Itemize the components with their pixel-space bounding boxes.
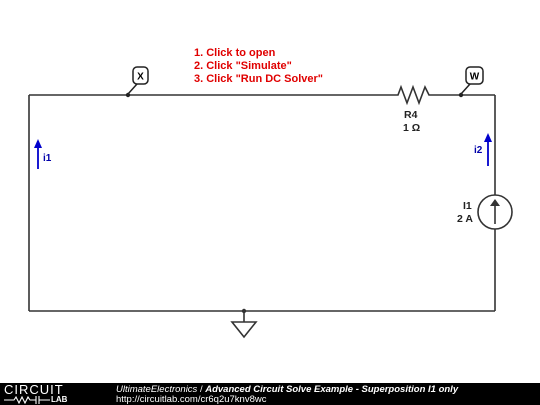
current-label-i1: i1 bbox=[43, 153, 52, 164]
current-source-name: I1 bbox=[463, 200, 472, 212]
logo-waveform-icon bbox=[4, 395, 50, 404]
instruction-step-1: 1. Click to open bbox=[194, 47, 276, 59]
logo-text-lab: LAB bbox=[51, 395, 68, 404]
current-source-i1[interactable] bbox=[477, 194, 513, 230]
probe-w[interactable]: W bbox=[458, 66, 484, 98]
instruction-step-2: 2. Click "Simulate" bbox=[194, 60, 292, 72]
ground-junction-dot bbox=[241, 308, 247, 314]
footer-bar: CIRCUIT LAB UltimateElectronics / Advanc… bbox=[0, 383, 540, 405]
circuit-title[interactable]: Advanced Circuit Solve Example - Superpo… bbox=[205, 384, 459, 395]
resistor-name: R4 bbox=[404, 109, 418, 121]
current-arrow-i2 bbox=[484, 133, 492, 166]
current-arrow-i1 bbox=[34, 139, 42, 169]
logo-text-circuit: CIRCUIT bbox=[4, 382, 64, 397]
instruction-step-3: 3. Click "Run DC Solver" bbox=[194, 73, 323, 85]
breadcrumb-separator: / bbox=[197, 384, 206, 395]
circuit-schematic[interactable]: 1. Click to open 2. Click "Simulate" 3. … bbox=[0, 0, 540, 383]
breadcrumb: UltimateElectronics / Advanced Circuit S… bbox=[116, 384, 458, 395]
ground-symbol[interactable] bbox=[230, 311, 258, 339]
circuitlab-logo[interactable]: CIRCUIT LAB bbox=[4, 382, 104, 405]
probe-x[interactable]: X bbox=[125, 66, 149, 98]
resistor-r4[interactable] bbox=[395, 84, 432, 106]
resistor-value: 1 Ω bbox=[403, 122, 420, 134]
probe-w-label: W bbox=[470, 72, 480, 83]
probe-x-label: X bbox=[137, 72, 144, 83]
breadcrumb-author[interactable]: UltimateElectronics bbox=[116, 384, 198, 395]
current-source-value: 2 A bbox=[457, 213, 473, 225]
current-label-i2: i2 bbox=[474, 145, 483, 156]
circuit-url-link[interactable]: http://circuitlab.com/cr6q2u7knv8wc bbox=[116, 394, 267, 405]
arrow-up-icon bbox=[490, 199, 500, 206]
